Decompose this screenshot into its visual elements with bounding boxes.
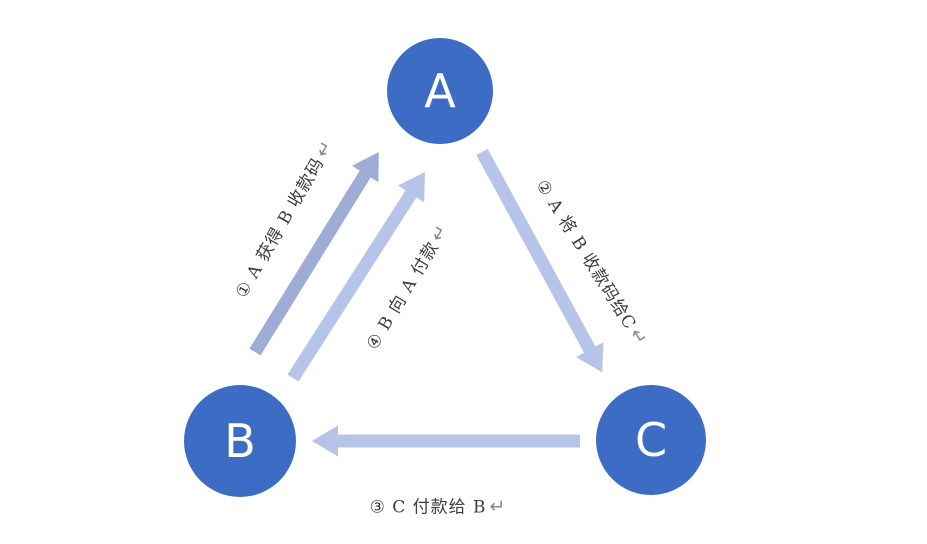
edge-label-step3: ③ C 付款给 B↵ bbox=[370, 493, 507, 518]
return-arrow-icon: ↵ bbox=[489, 495, 507, 518]
edge-label-step3-text: ③ C 付款给 B bbox=[369, 497, 487, 518]
arrow-b-to-a-outer bbox=[249, 151, 379, 356]
node-b: B bbox=[184, 385, 296, 497]
node-c: C bbox=[596, 385, 706, 495]
node-c-label: C bbox=[634, 413, 668, 467]
node-b-label: B bbox=[224, 414, 256, 468]
node-a-label: A bbox=[424, 64, 456, 118]
node-a: A bbox=[387, 38, 493, 144]
arrow-b-to-a-inner bbox=[287, 172, 426, 382]
arrow-a-to-c bbox=[476, 148, 604, 373]
